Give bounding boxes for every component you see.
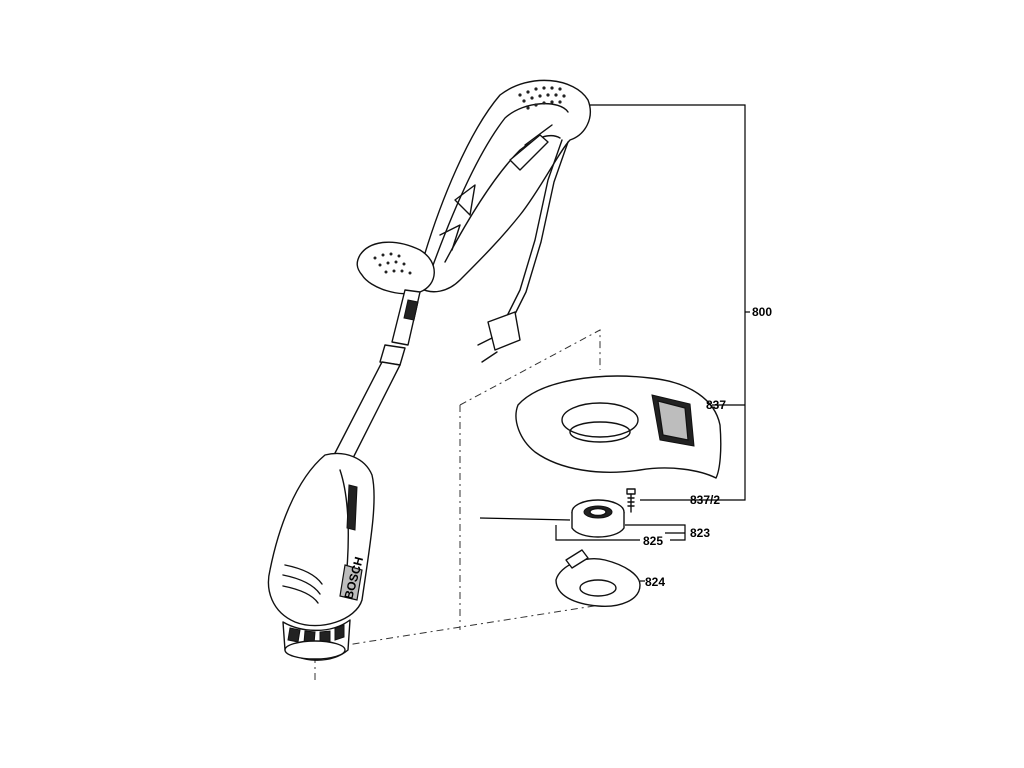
callout-825: 825 xyxy=(643,534,663,548)
callout-823: 823 xyxy=(690,526,710,540)
spool-cap-part-824 xyxy=(555,549,641,607)
shaft xyxy=(333,289,421,461)
spool-part-823 xyxy=(479,499,625,538)
screw-part-837-2 xyxy=(626,488,636,513)
plug xyxy=(477,311,521,363)
callout-824: 824 xyxy=(645,575,665,589)
grip-texture xyxy=(518,86,566,110)
auxiliary-handle xyxy=(356,241,435,295)
callout-837: 837 xyxy=(706,398,726,412)
callout-837-2: 837/2 xyxy=(690,493,720,507)
guard-part-837 xyxy=(515,375,722,479)
top-handle xyxy=(419,79,591,293)
power-cable xyxy=(504,139,563,321)
trimmer-assembly: BOSCH xyxy=(267,79,591,661)
motor-housing: BOSCH xyxy=(267,452,375,661)
leader-lines xyxy=(555,104,750,582)
callout-800: 800 xyxy=(752,305,772,319)
